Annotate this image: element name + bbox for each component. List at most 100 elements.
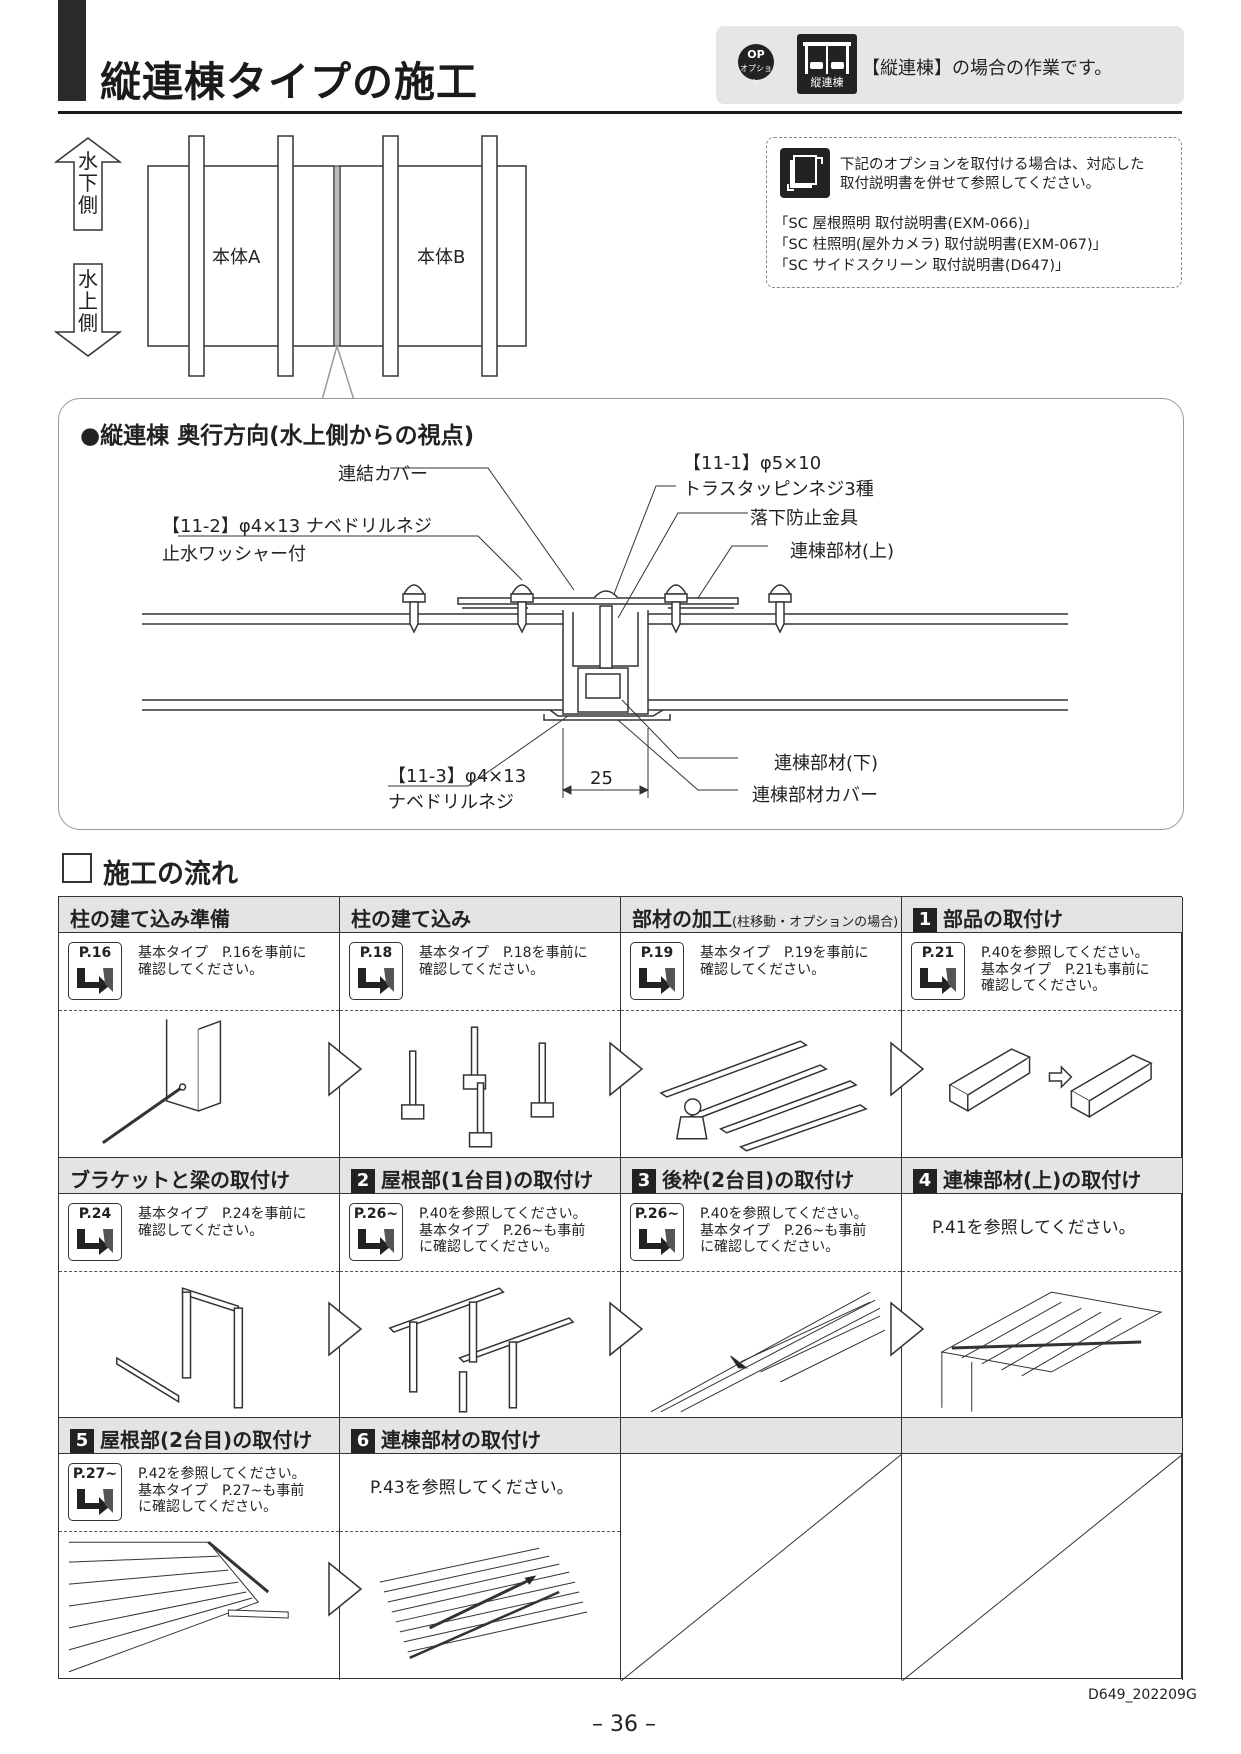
label-screw2b: 止水ワッシャー付 (162, 544, 306, 565)
option-text: 【縦連棟】の場合の作業です。 (862, 58, 1113, 79)
next-arrow-icon (328, 1301, 363, 1357)
next-arrow-icon (328, 1041, 363, 1097)
empty-cell (621, 1417, 902, 1681)
carport-glyph-icon (803, 42, 851, 74)
post-prep-illustration (101, 1019, 222, 1145)
page-ref: P.16 (68, 942, 122, 1000)
list-item: 「SC サイドスクリーン 取付説明書(D647)」 (774, 258, 1070, 274)
downstream-label: 水下側 (78, 149, 98, 217)
option-note (766, 137, 1182, 288)
flow-title: 施工の流れ (103, 859, 238, 890)
next-arrow-icon (890, 1041, 925, 1097)
rear-frame-illustration (650, 1291, 886, 1413)
page-ref: P.18 (349, 942, 403, 1000)
note-list: 「SC 屋根照明 取付説明書(EXM-066)」 「SC 柱照明(屋外カメラ) … (774, 214, 1107, 277)
label-screw3a: 【11-3】φ4×13 (388, 766, 527, 787)
step-cell: ブラケットと梁の取付け P.24 基本タイプ P.24を事前に確認してください。 (59, 1157, 340, 1417)
empty-slash (902, 1454, 1183, 1681)
joint-strip (333, 165, 341, 347)
label-screw1b: トラスタッピンネジ3種 (683, 479, 874, 500)
page-arrow-icon (639, 1229, 675, 1255)
step-title: ブラケットと梁の取付け (59, 1158, 339, 1194)
step-title: 部材の加工(柱移動・オプションの場合) (621, 897, 901, 933)
step-cell: 柱の建て込み準備 P.16 基本タイプ P.16を事前に確認してください。 (59, 897, 340, 1157)
carport-icon: 縦連棟 (797, 34, 857, 94)
page-ref: P.26~ (630, 1203, 684, 1261)
flow-grid: 柱の建て込み準備 P.16 基本タイプ P.16を事前に確認してください。 柱の… (58, 896, 1183, 1681)
page-arrow-icon (77, 968, 113, 994)
body-a-label: 本体A (212, 247, 261, 268)
step-title: 柱の建て込み準備 (59, 897, 339, 933)
empty-slash (621, 1454, 902, 1681)
step-title (902, 1418, 1182, 1454)
label-screw2a: 【11-2】φ4×13 ナベドリルネジ (162, 516, 432, 537)
section-drawing (142, 467, 1068, 798)
parts-illustration (948, 1048, 1153, 1119)
step-title: 柱の建て込み (340, 897, 620, 933)
plan-diagram (53, 135, 527, 401)
label-upper: 連棟部材(上) (790, 541, 895, 562)
option-banner (716, 26, 1184, 104)
page-title: 縦連棟タイプの施工 (100, 58, 478, 106)
label-lower-cover: 連棟部材カバー (752, 785, 878, 806)
step-cell: 柱の建て込み P.18 基本タイプ P.18を事前に確認してください。 (340, 897, 621, 1157)
page-ref: P.26~ (349, 1203, 403, 1261)
empty-cell (902, 1417, 1183, 1681)
section-title: ●縦連棟 奥行方向(水上側からの視点) (80, 423, 475, 449)
page-number: – 36 – (592, 1712, 656, 1737)
bracket-illustration (116, 1287, 244, 1409)
roof2-illustration (68, 1541, 289, 1673)
page-arrow-icon (639, 968, 675, 994)
step-title (621, 1418, 901, 1454)
flow-checkbox (62, 853, 92, 883)
page-arrow-icon (920, 968, 956, 994)
body-a (147, 165, 335, 347)
next-arrow-icon (890, 1301, 925, 1357)
title-rule (58, 111, 1182, 114)
upstream-label: 水上側 (78, 267, 98, 335)
post-install-illustration (401, 1026, 554, 1148)
page-ref: P.21 (911, 942, 965, 1000)
step-cell: 部材の加工(柱移動・オプションの場合) P.19 基本タイプ P.19を事前に確… (621, 897, 902, 1157)
downstream-arrow (53, 137, 123, 231)
body-b-label: 本体B (417, 247, 466, 268)
list-item: 「SC 柱照明(屋外カメラ) 取付説明書(EXM-067)」 (774, 237, 1108, 253)
label-dimension: 25 (590, 768, 613, 789)
page-arrow-icon (358, 968, 394, 994)
document-code: D649_202209G (1088, 1687, 1197, 1703)
list-item: 「SC 屋根照明 取付説明書(EXM-066)」 (774, 216, 1038, 232)
upstream-arrow (53, 263, 123, 357)
next-arrow-icon (609, 1041, 644, 1097)
page-arrow-icon (77, 1229, 113, 1255)
page-arrow-icon (77, 1489, 113, 1515)
label-screw1a: 【11-1】φ5×10 (683, 453, 822, 474)
title-accent-bar (58, 0, 86, 101)
manual-icon (780, 148, 830, 198)
next-arrow-icon (328, 1561, 363, 1617)
joint-install-illustration (379, 1547, 588, 1659)
page-arrow-icon (358, 1229, 394, 1255)
page-ref: P.27~ (68, 1463, 122, 1521)
upper-joint-illustration (940, 1291, 1163, 1412)
cutting-illustration (659, 1040, 868, 1152)
label-lower: 連棟部材(下) (774, 753, 879, 774)
next-arrow-icon (609, 1301, 644, 1357)
page-ref: P.24 (68, 1203, 122, 1261)
note-heading: 下記のオプションを取付ける場合は、対応した取付説明書を併せて参照してください。 (840, 157, 1145, 192)
label-cover: 連結カバー (338, 464, 428, 485)
label-fall-guard: 落下防止金具 (750, 508, 858, 529)
page-ref: P.19 (630, 942, 684, 1000)
label-screw3b: ナベドリルネジ (388, 792, 514, 813)
